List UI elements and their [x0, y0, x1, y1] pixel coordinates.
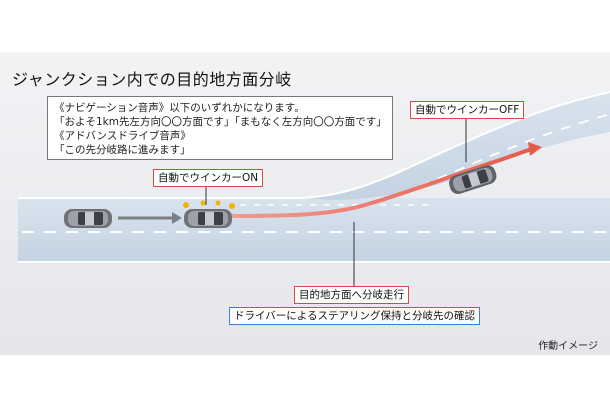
- label-turn-signal-off: 自動でウインカーOFF: [410, 101, 525, 119]
- diagram-title: ジャンクション内での目的地方面分岐: [12, 70, 292, 89]
- blinker-lights: [183, 200, 235, 209]
- main-road: [18, 198, 610, 262]
- label-turn-signal-on: 自動でウインカーON: [153, 169, 264, 187]
- path-arrow-head: [528, 142, 542, 156]
- callout-line: 「この先分岐路に進みます」: [54, 144, 191, 156]
- label-branch-travel: 目的地方面へ分岐走行: [294, 286, 409, 304]
- callout-line: 《ナビゲーション音声》以下のいずれかになります。: [54, 102, 305, 114]
- voice-guidance-callout: 《ナビゲーション音声》以下のいずれかになります。 「およそ1km先左方向〇〇方面…: [47, 96, 393, 160]
- branch-edge-top: [299, 91, 610, 199]
- callout-line: 「およそ1km先左方向〇〇方面です」「まもなく左方向〇〇方面です」: [54, 116, 387, 128]
- lane-dash-branch: [419, 113, 610, 187]
- car-signaling: [184, 209, 232, 228]
- branch-road: [300, 92, 610, 200]
- caption: 作動イメージ: [538, 341, 598, 352]
- motion-arrow-head: [172, 212, 182, 224]
- car-branched: [449, 165, 497, 194]
- path-arrow: [230, 147, 534, 218]
- label-driver-note: ドライバーによるステアリング保持と分岐先の確認: [229, 307, 480, 325]
- callout-line: 《アドバンスドライブ音声》: [54, 130, 191, 142]
- car-initial: [64, 209, 112, 228]
